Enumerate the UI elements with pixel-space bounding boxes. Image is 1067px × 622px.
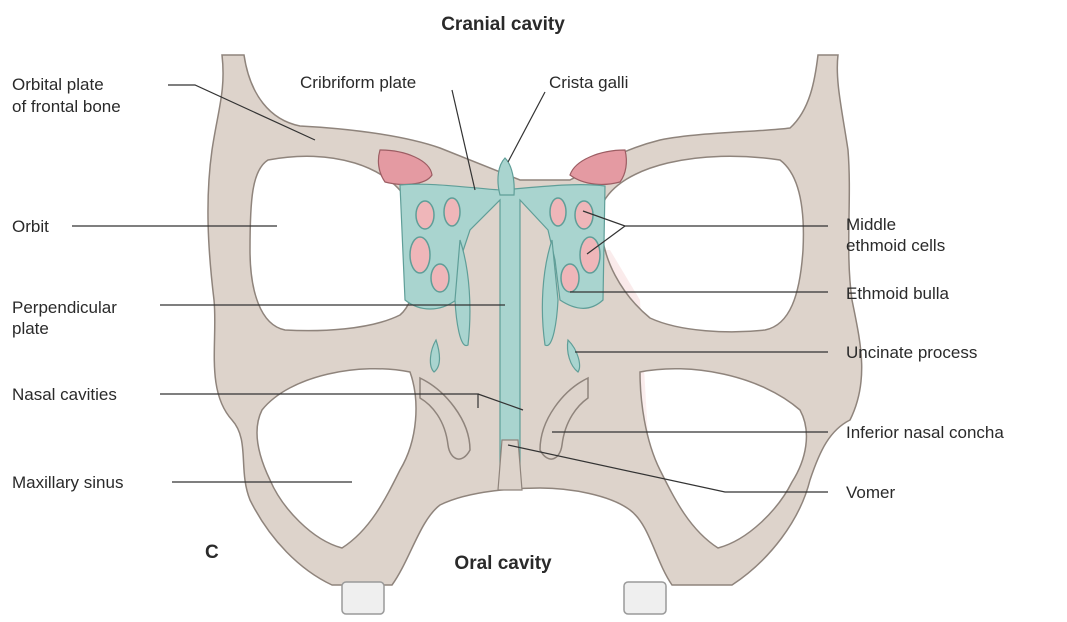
perpendicular-plate-label-line2: plate (12, 318, 49, 339)
uncinate-process-label: Uncinate process (846, 342, 977, 363)
nasal-cavities-label: Nasal cavities (12, 384, 117, 405)
maxillary-sinus-label: Maxillary sinus (12, 472, 123, 493)
cranial-cavity-label: Cranial cavity (441, 14, 565, 35)
crista-galli-shape (498, 158, 514, 195)
crista-galli-label: Crista galli (549, 72, 628, 93)
perpendicular-plate-label-line1: Perpendicular (12, 297, 117, 318)
left-tooth (342, 582, 384, 614)
ethmoid-bulla-label: Ethmoid bulla (846, 283, 949, 304)
panel-letter: C (205, 542, 219, 563)
middle-ethmoid-cells-label-line2: ethmoid cells (846, 235, 945, 256)
orbital-plate-label-line2: of frontal bone (12, 96, 121, 117)
vomer-label: Vomer (846, 482, 895, 503)
cribriform-plate-label: Cribriform plate (300, 72, 416, 93)
skull-bone (208, 55, 862, 585)
right-tooth (624, 582, 666, 614)
oral-cavity-label: Oral cavity (454, 553, 551, 574)
inferior-nasal-concha-label: Inferior nasal concha (846, 422, 1067, 443)
orbit-label: Orbit (12, 216, 49, 237)
orbital-plate-label-line1: Orbital plate (12, 74, 104, 95)
middle-ethmoid-cells-label-line1: Middle (846, 214, 896, 235)
right-frontal-sinus-tissue (570, 150, 626, 184)
